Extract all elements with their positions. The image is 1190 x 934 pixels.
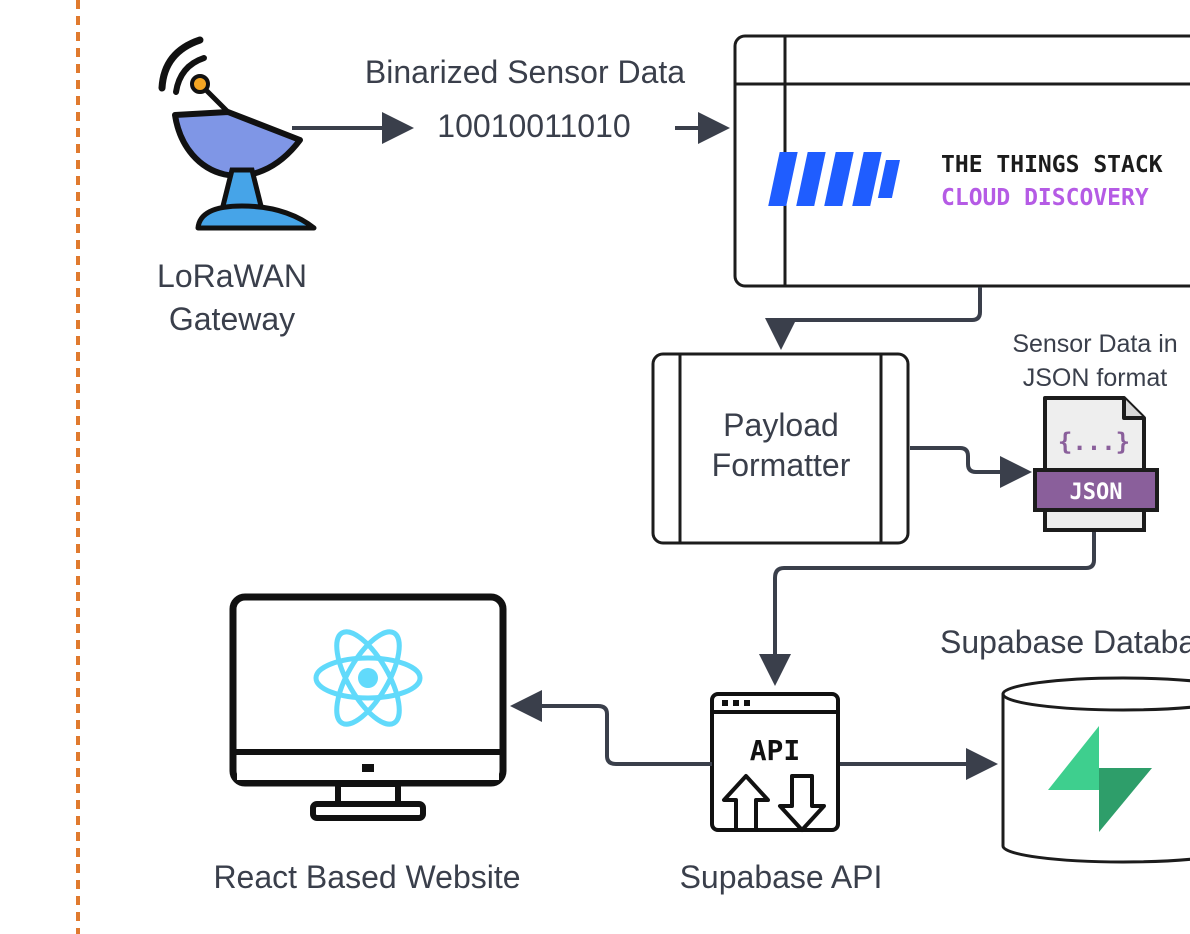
arrow-formatter-to-json <box>910 446 1032 488</box>
gateway-label-line2: Gateway <box>169 301 295 337</box>
api-icon-glyph: API <box>750 734 801 767</box>
arrow-api-to-website <box>510 690 712 766</box>
monitor-icon <box>229 593 507 821</box>
json-badge: JSON <box>1070 480 1123 505</box>
tts-logo-line1: THE THINGS STACK <box>941 152 1163 178</box>
json-file-icon <box>1033 396 1159 532</box>
formatter-label-line2: Formatter <box>712 447 851 483</box>
payload-formatter-box <box>651 352 910 545</box>
json-caption-line1: Sensor Data in <box>1012 330 1177 358</box>
gateway-label-line1: LoRaWAN <box>157 258 307 294</box>
tts-logo-icon <box>768 152 900 206</box>
arrow-json-to-api <box>759 532 1096 686</box>
api-label: Supabase API <box>680 859 883 895</box>
binarized-data-label: Binarized Sensor Data <box>365 54 685 90</box>
tts-logo-line2: CLOUD DISCOVERY <box>941 185 1149 211</box>
formatter-label-line1: Payload <box>723 407 839 443</box>
satellite-dish-icon <box>158 36 317 231</box>
supabase-logo-icon <box>1048 726 1152 832</box>
json-file-glyph: {...} <box>1058 428 1130 456</box>
api-icon <box>710 692 840 832</box>
json-caption-line2: JSON format <box>1023 364 1168 392</box>
react-logo-icon <box>313 629 423 727</box>
tts-container <box>733 34 1190 288</box>
database-label: Supabase Database <box>940 624 1190 660</box>
binary-bits-text: 10010011010 <box>437 108 630 144</box>
arrow-tts-to-formatter <box>765 287 982 350</box>
website-label: React Based Website <box>213 859 520 895</box>
